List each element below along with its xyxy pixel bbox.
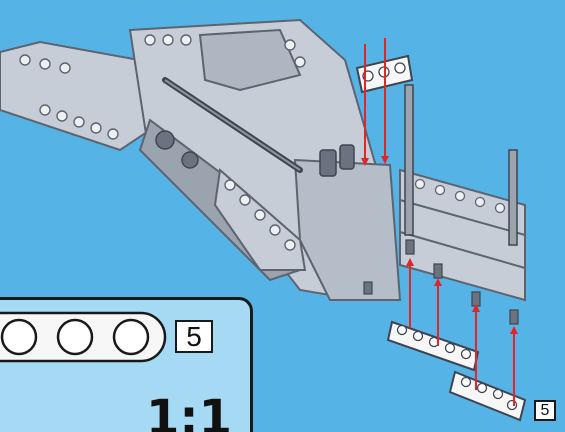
- parts-callout: 5 1:1: [0, 297, 253, 432]
- beams-bottom: [388, 322, 525, 420]
- step-part-count-badge: 5: [534, 400, 556, 421]
- scale-label: 1:1: [146, 394, 232, 432]
- technic-frame: [0, 20, 400, 300]
- beam-3-icon: [0, 309, 187, 365]
- part-count-badge: 5: [175, 320, 213, 353]
- right-beam-stack: [400, 170, 525, 300]
